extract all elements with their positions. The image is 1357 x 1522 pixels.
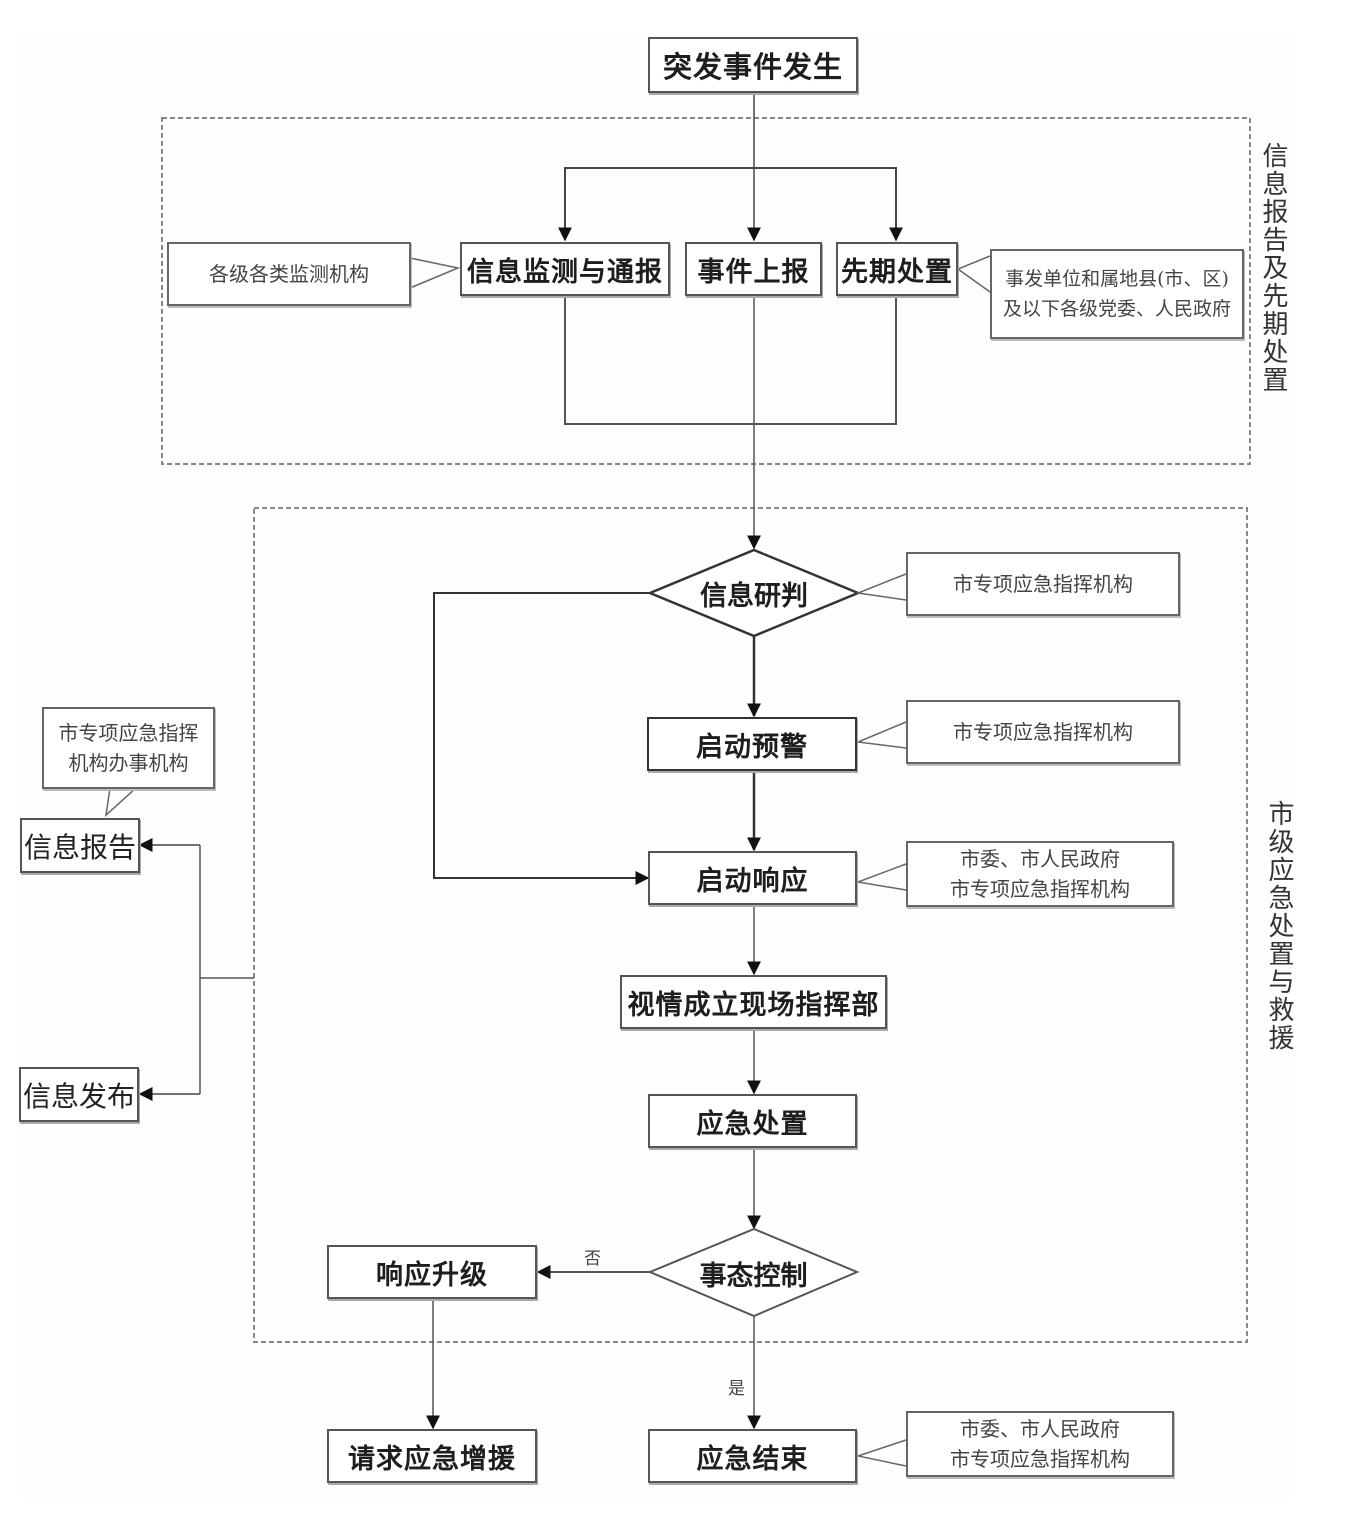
edge-label-no: 否 [584,1249,601,1269]
step-start-warning[interactable]: 启动预警 [647,717,857,771]
note-warning-agency: 市专项应急指挥机构 [906,700,1180,764]
note-end-line1: 市委、市人民政府 [960,1417,1120,1441]
note-side-line2: 机构办事机构 [68,751,189,775]
step-field-command[interactable]: 视情成立现场指挥部 [620,975,887,1029]
step-info-publish[interactable]: 信息发布 [19,1067,139,1122]
callout-initial [956,255,991,293]
callout-end [855,1439,907,1467]
decision-info-judgement[interactable]: 信息研判 [700,580,808,612]
step-response-upgrade[interactable]: 响应升级 [327,1245,537,1299]
note-monitoring-agencies: 各级各类监测机构 [167,242,411,306]
note-end-parties: 市委、市人民政府 市专项应急指挥机构 [906,1411,1174,1477]
phase1-label: 信息报告及先期处置 [1258,142,1288,394]
callout-judge [855,573,907,601]
edge-label-yes: 是 [728,1379,745,1399]
callout-monitor [409,257,461,289]
start-event-box[interactable]: 突发事件发生 [648,37,858,93]
note-initial-line2: 及以下各级党委、人民政府 [1002,298,1231,320]
decision-situation-control[interactable]: 事态控制 [699,1260,808,1292]
edge-judge-bypass [433,592,650,885]
callout-side-note [104,787,137,817]
note-judge-agency: 市专项应急指挥机构 [906,552,1180,616]
step-request-reinforcement[interactable]: 请求应急增援 [327,1429,537,1483]
edge-merge-bar [564,296,897,425]
step-info-report[interactable]: 信息报告 [20,818,140,873]
phase2-frame [253,507,1248,1343]
phase1-frame [161,117,1251,465]
callout-response [855,863,907,891]
step-initial-disposal[interactable]: 先期处置 [836,242,958,296]
callout-warning [855,721,907,749]
note-initial-parties: 事发单位和属地县(市、区) 及以下各级党委、人民政府 [990,249,1244,339]
phase2-label: 市级应急处置与救援 [1264,800,1294,1052]
step-emergency-end[interactable]: 应急结束 [648,1429,857,1483]
note-side-office: 市专项应急指挥 机构办事机构 [42,707,215,789]
note-response-parties: 市委、市人民政府 市专项应急指挥机构 [906,841,1174,907]
step-info-monitoring[interactable]: 信息监测与通报 [460,242,670,296]
edge-split-bar [564,167,897,240]
note-end-line2: 市专项应急指挥机构 [950,1447,1130,1471]
step-event-report[interactable]: 事件上报 [685,242,822,296]
note-response-line1: 市委、市人民政府 [960,847,1120,871]
step-start-response[interactable]: 启动响应 [648,851,857,905]
note-initial-line1: 事发单位和属地县(市、区) [1005,268,1229,290]
note-side-line1: 市专项应急指挥 [58,721,199,745]
step-emergency-handling[interactable]: 应急处置 [648,1094,857,1148]
note-response-line2: 市专项应急指挥机构 [950,877,1130,901]
